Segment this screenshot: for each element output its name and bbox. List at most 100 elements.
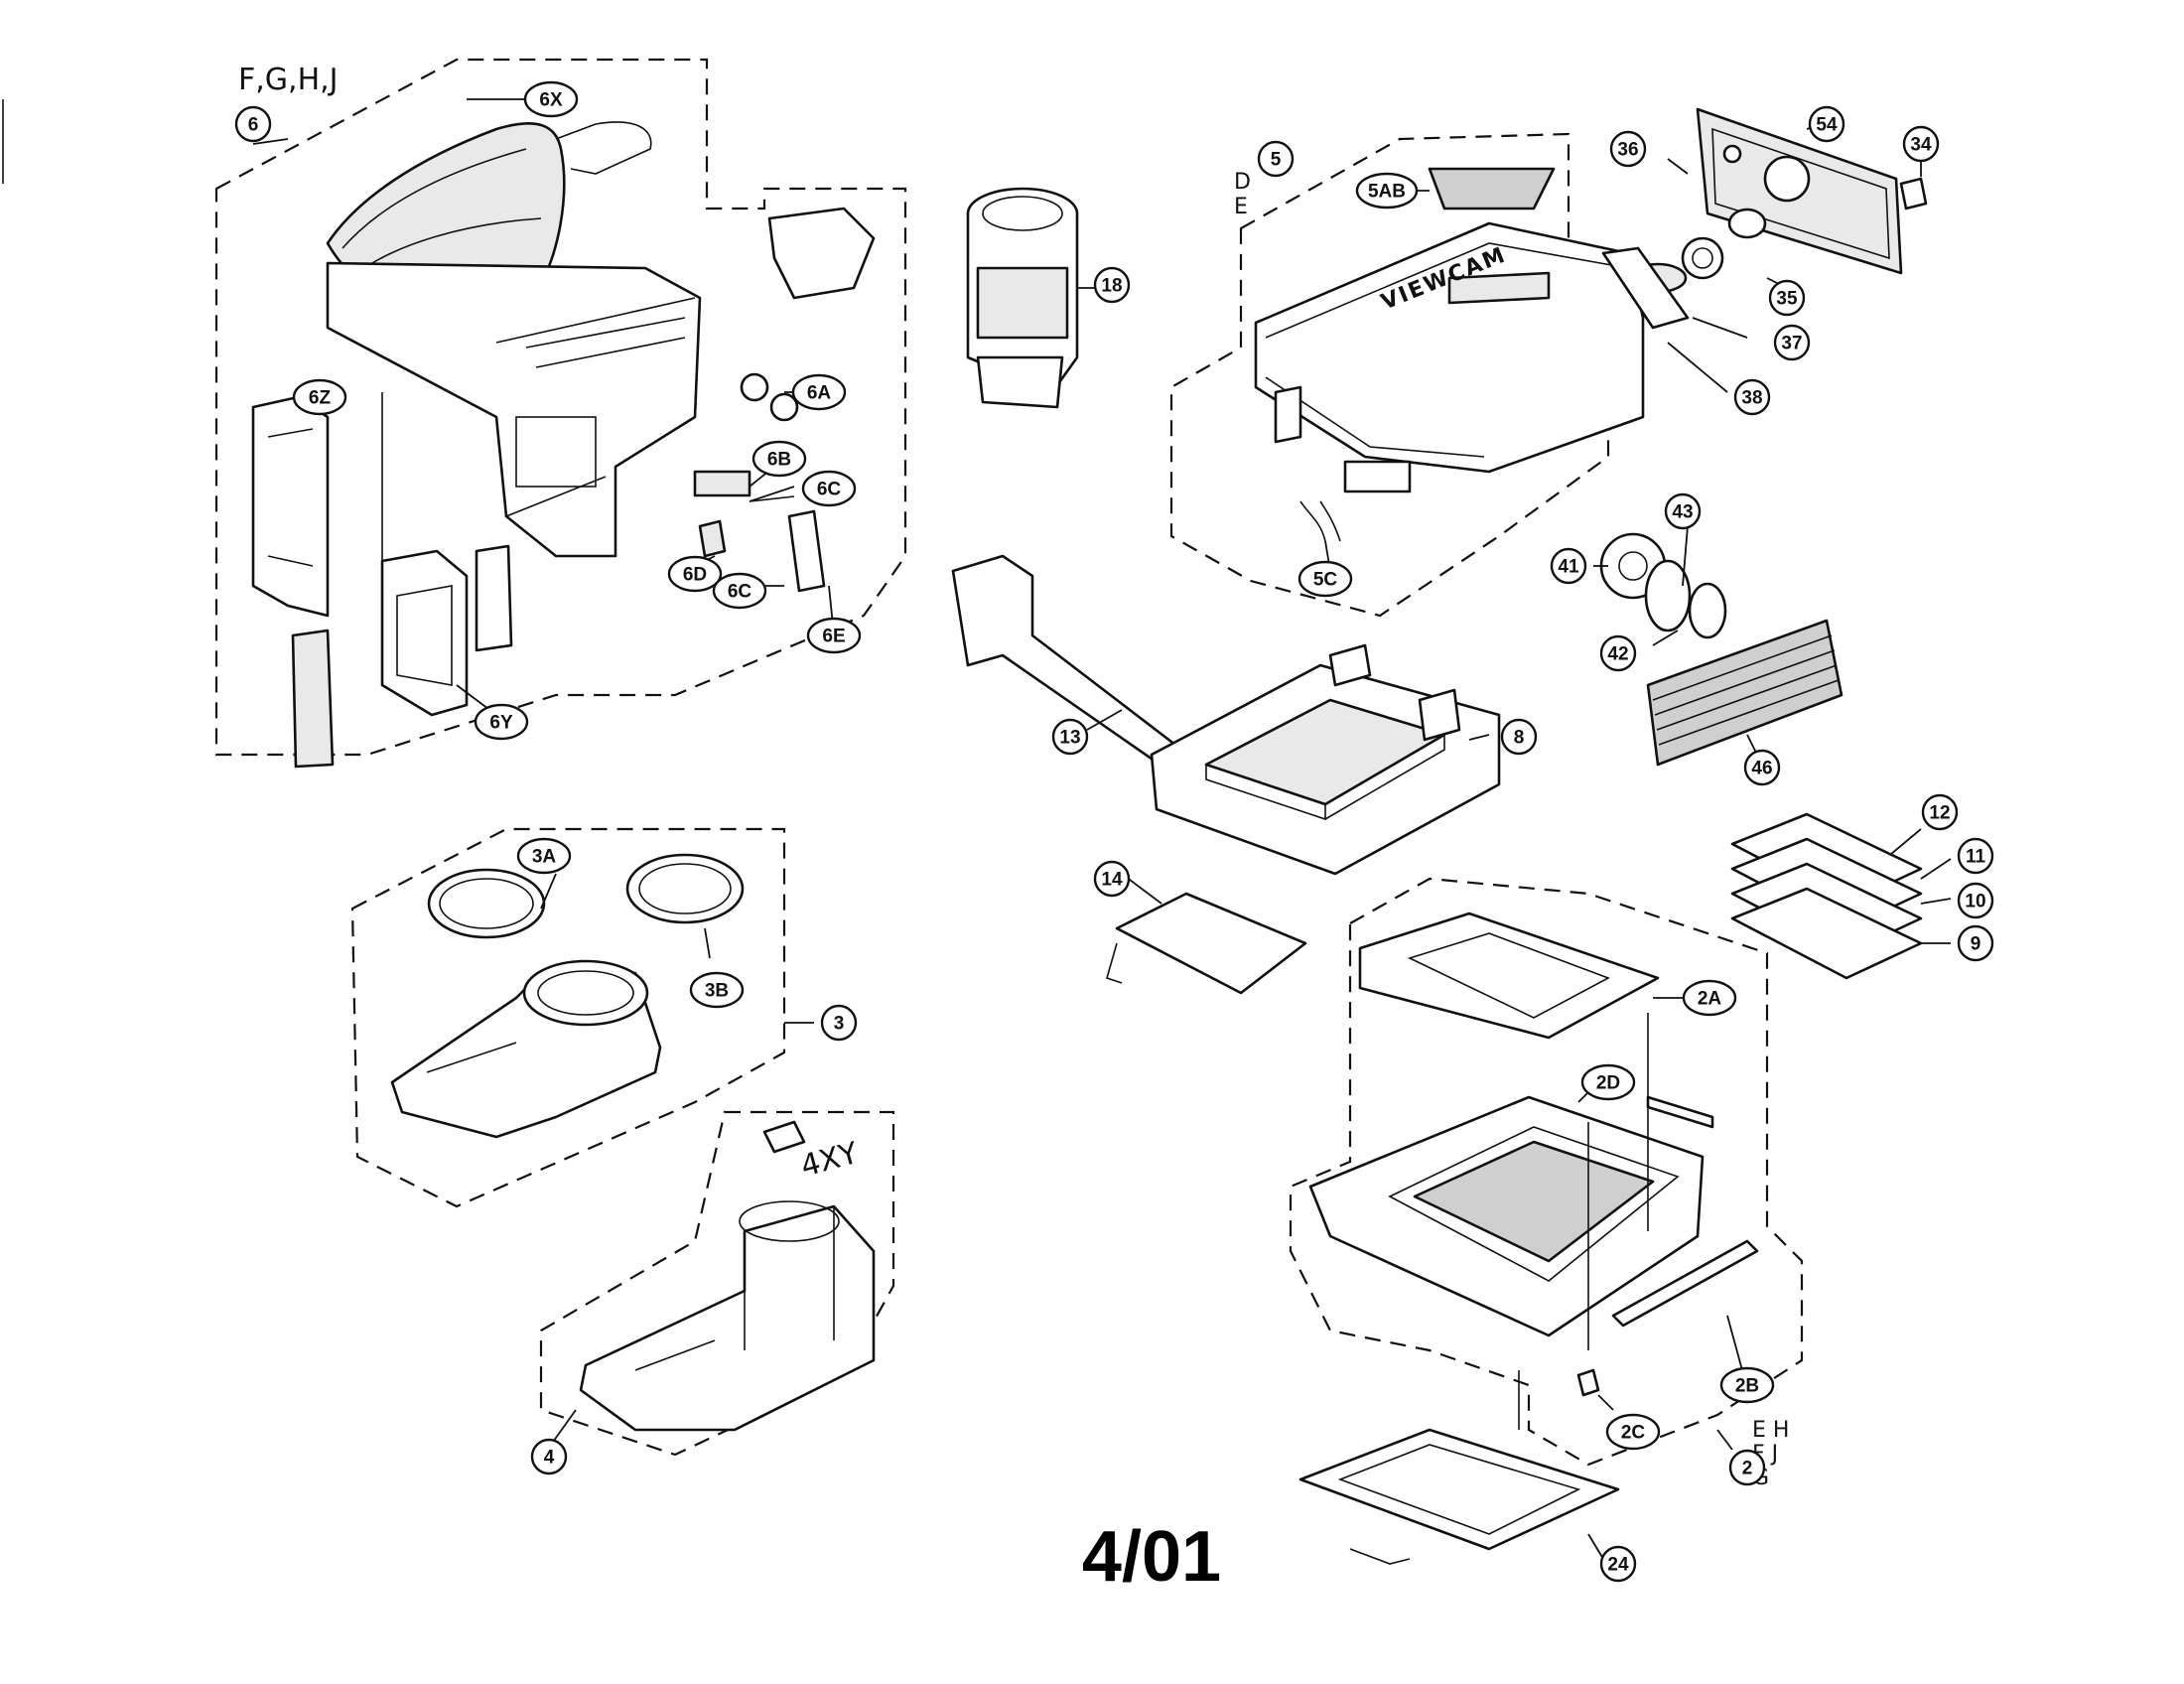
callout-2d: 2D xyxy=(1580,1063,1636,1101)
callout-6y: 6Y xyxy=(474,703,529,741)
callout-18: 18 xyxy=(1093,266,1131,304)
callout-6: 6 xyxy=(234,105,272,143)
callout-label: 6E xyxy=(822,627,845,647)
group-4-boundary xyxy=(539,1110,895,1457)
callout-bubble xyxy=(1773,324,1811,361)
callout-label: 5AB xyxy=(1368,182,1406,203)
callout-label: 6C xyxy=(817,480,842,500)
callout-label: 24 xyxy=(1607,1555,1629,1576)
callout-6a: 6A xyxy=(791,373,847,411)
callout-label: 6Z xyxy=(309,388,332,409)
callout-label: 6 xyxy=(248,115,259,136)
group-6-handle-assembly xyxy=(214,58,907,769)
callout-41: 41 xyxy=(1550,547,1587,585)
plates-9-12 xyxy=(1730,812,1952,980)
callout-bubble xyxy=(1719,1366,1775,1404)
callout-2: 2 xyxy=(1728,1449,1766,1486)
callout-42: 42 xyxy=(1599,634,1637,672)
callout-bubble xyxy=(1957,882,1994,919)
callout-6c: 6C xyxy=(801,470,857,507)
callout-label: 2A xyxy=(1698,989,1722,1010)
lever-6E xyxy=(787,509,826,593)
callout-5ab: 5AB xyxy=(1355,172,1419,210)
callout-bubble xyxy=(1297,560,1353,598)
clip-2C xyxy=(1576,1368,1600,1397)
callout-5: 5 xyxy=(1257,140,1295,178)
callout-35: 35 xyxy=(1768,279,1806,317)
callout-bubble xyxy=(474,703,529,741)
sheet-24 xyxy=(1298,1370,1620,1565)
callout-label: 2C xyxy=(1621,1423,1646,1444)
callout-bubble xyxy=(1902,125,1940,163)
callout-2b: 2B xyxy=(1719,1366,1775,1404)
callout-bubble xyxy=(1093,860,1131,898)
callout-2a: 2A xyxy=(1682,979,1737,1017)
callout-label: 8 xyxy=(1514,728,1525,749)
callout-label: 5 xyxy=(1271,150,1282,171)
callout-6b: 6B xyxy=(751,440,807,478)
speaker-36 xyxy=(1681,236,1724,280)
callout-11: 11 xyxy=(1957,837,1994,875)
callout-bubble xyxy=(1957,837,1994,875)
callout-label: 10 xyxy=(1965,892,1985,912)
callout-bubble xyxy=(1599,634,1637,672)
callout-label: 18 xyxy=(1101,276,1122,297)
group-2-lcd-housing xyxy=(1289,877,1804,1467)
callout-8: 8 xyxy=(1500,718,1538,756)
side-grille-assembly xyxy=(1593,525,1843,767)
callout-38: 38 xyxy=(1733,378,1771,416)
callout-label: 3 xyxy=(834,1014,845,1035)
callout-46: 46 xyxy=(1743,749,1781,786)
callout-label: 6B xyxy=(767,450,791,471)
callout-label: 6C xyxy=(728,582,752,603)
callout-label: 38 xyxy=(1741,388,1762,409)
callout-label: 6A xyxy=(807,383,832,404)
callout-bubble xyxy=(1257,140,1295,178)
callout-bubble xyxy=(806,617,862,654)
window-5AB xyxy=(1428,167,1556,210)
group-5-note: D E xyxy=(1234,170,1258,219)
callout-3a: 3A xyxy=(516,837,572,875)
callout-43: 43 xyxy=(1664,492,1702,530)
callout-label: 13 xyxy=(1059,728,1080,749)
clip-5 xyxy=(1274,385,1302,444)
bracket-small xyxy=(475,544,513,652)
callout-bubble xyxy=(1768,279,1806,317)
callout-bubble xyxy=(1921,793,1959,831)
callout-bubble xyxy=(1808,105,1845,143)
ring-3A xyxy=(427,868,546,939)
strip-2D xyxy=(1646,1095,1714,1129)
callout-label: 46 xyxy=(1751,759,1772,779)
callout-2c: 2C xyxy=(1605,1413,1661,1451)
group-4-note: 4XY xyxy=(797,1136,863,1185)
callout-6z: 6Z xyxy=(292,378,347,416)
lens-barrel-18 xyxy=(966,187,1107,409)
callout-3: 3 xyxy=(820,1004,858,1042)
clip-4XY xyxy=(762,1120,806,1154)
callout-label: 14 xyxy=(1101,870,1123,891)
callout-label: 34 xyxy=(1910,135,1932,156)
plate-5 xyxy=(1343,460,1412,493)
callout-bubble xyxy=(820,1004,858,1042)
callout-label: 6X xyxy=(539,90,563,111)
part-35 xyxy=(1727,208,1767,239)
group-3-boundary xyxy=(350,827,786,1208)
callout-label: 2D xyxy=(1596,1073,1620,1094)
cap-34 xyxy=(1899,177,1928,210)
callout-3b: 3B xyxy=(689,971,745,1009)
switch-6B xyxy=(693,470,751,497)
callout-label: 3B xyxy=(705,981,729,1002)
bracket-2A xyxy=(1358,912,1660,1040)
callout-bubble xyxy=(530,1438,568,1475)
grille-46 xyxy=(1646,619,1843,767)
callout-12: 12 xyxy=(1921,793,1959,831)
callout-5c: 5C xyxy=(1297,560,1353,598)
chassis-frame xyxy=(326,261,702,558)
callout-bubble xyxy=(1682,979,1737,1017)
group-5-top-cover: VIEWCAM xyxy=(1169,132,1645,618)
callout-bubble xyxy=(1355,172,1419,210)
screw-6A-1 xyxy=(740,372,769,402)
callout-bubble xyxy=(1500,718,1538,756)
callout-14: 14 xyxy=(1093,860,1131,898)
